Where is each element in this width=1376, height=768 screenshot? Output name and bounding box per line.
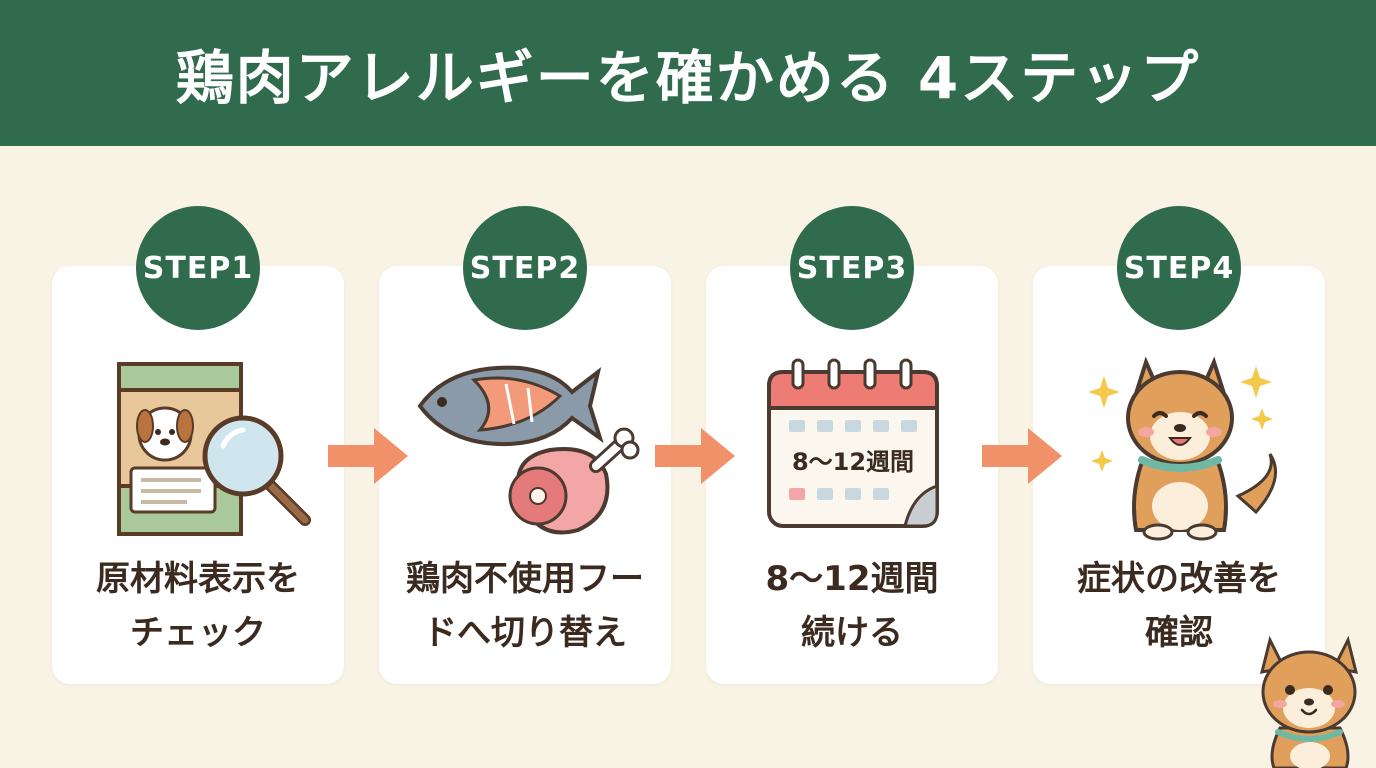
corner-shiba-mascot-icon xyxy=(1259,635,1359,768)
step-badge-1: STEP1 xyxy=(136,206,260,330)
step-label-2: 鶏肉不使用フー ドへ切り替え xyxy=(379,552,671,660)
step-label-3: 8〜12週間 続ける xyxy=(706,552,998,660)
step-badge-2: STEP2 xyxy=(463,206,587,330)
calendar-duration-text: 8〜12週間 xyxy=(792,448,914,476)
arrow-right-icon xyxy=(982,428,1062,484)
arrow-right-icon xyxy=(328,428,408,484)
calendar-icon: 8〜12週間 xyxy=(767,358,939,528)
step-label-1-line-1: 原材料表示を xyxy=(96,559,300,599)
fish-and-meat-icon xyxy=(417,365,640,535)
step-label-4-line-2: 確認 xyxy=(1145,613,1213,653)
step-badge-3: STEP3 xyxy=(790,206,914,330)
step-label-3-line-2: 続ける xyxy=(801,613,903,653)
header-banner: 鶏肉アレルギーを確かめる 4ステップ xyxy=(0,0,1376,146)
step-label-3-line-1: 8〜12週間 xyxy=(765,559,939,599)
step-label-2-line-1: 鶏肉不使用フー xyxy=(406,559,644,599)
step-label-4: 症状の改善を 確認 xyxy=(1033,552,1325,660)
step-badge-4: STEP4 xyxy=(1117,206,1241,330)
happy-shiba-dog-icon xyxy=(1088,356,1278,541)
food-bag-magnifier-icon xyxy=(117,362,311,536)
step-label-4-line-1: 症状の改善を xyxy=(1077,559,1281,599)
step-label-1-line-2: チェック xyxy=(130,613,266,653)
page-title: 鶏肉アレルギーを確かめる 4ステップ xyxy=(175,44,1201,112)
step-label-1: 原材料表示を チェック xyxy=(52,552,344,660)
step-label-2-line-2: ドへ切り替え xyxy=(423,613,627,653)
arrow-right-icon xyxy=(655,428,735,484)
